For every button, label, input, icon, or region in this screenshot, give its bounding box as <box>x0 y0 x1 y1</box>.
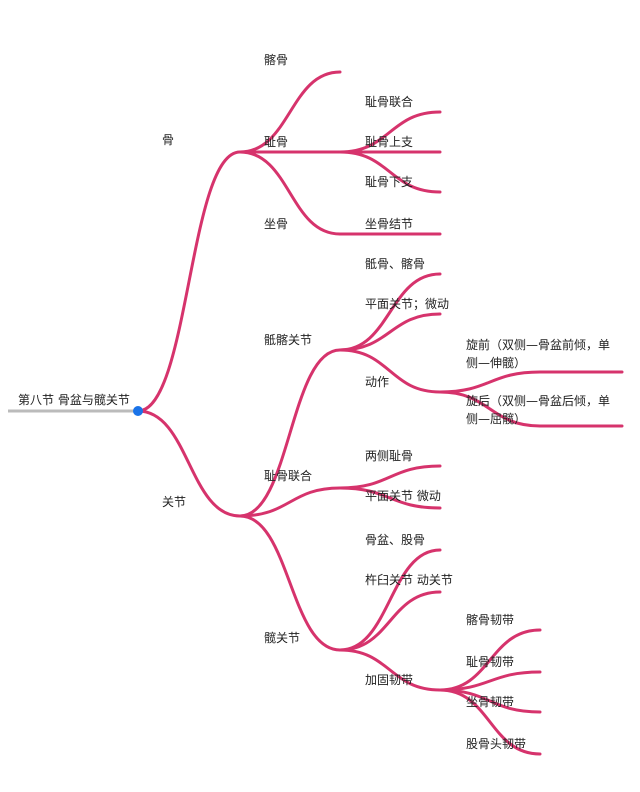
node-hip-joint: 髋关节 <box>264 631 301 645</box>
node-sacroiliac-joint: 骶髂关节 <box>264 333 313 347</box>
joint-link-0 <box>238 348 342 518</box>
hip-link-2 <box>338 648 442 692</box>
node-ischial-tuberosity: 坐骨结节 <box>365 217 414 231</box>
node-ilium: 髂骨 <box>264 53 289 67</box>
node-ball-socket-joint: 杵臼关节 动关节 <box>365 573 453 587</box>
node-pubofemoral-ligament: 耻骨韧带 <box>466 655 515 669</box>
node-counternutation: 旋后（双侧—骨盆后倾，单侧—屈髋） <box>466 394 611 426</box>
connector-lines <box>136 70 624 756</box>
root-title: 第八节 骨盆与髋关节 <box>18 393 130 407</box>
node-nutation: 旋前（双侧—骨盆前倾，单侧—伸髋） <box>466 338 611 370</box>
node-ligament-of-head-of-femur: 股骨头韧带 <box>466 737 527 751</box>
hip-link-0 <box>338 548 442 652</box>
sacroiliac-link-1 <box>338 312 442 352</box>
pubis-link-0 <box>338 110 442 154</box>
node-pubis: 耻骨 <box>264 135 289 149</box>
root-dot[interactable] <box>133 406 143 416</box>
joint-link-1 <box>238 486 342 518</box>
node-pubic-symphysis-joint: 耻骨联合 <box>264 469 313 483</box>
hip-link-1 <box>338 590 442 652</box>
node-reinforcing-ligaments: 加固韧带 <box>365 673 414 687</box>
root-link-0 <box>136 150 242 413</box>
ligaments-link-0 <box>438 628 542 692</box>
node-plane-joint-slight: 平面关节；微动 <box>365 297 450 311</box>
node-bone: 骨 <box>162 133 175 147</box>
node-superior-pubic-ramus: 耻骨上支 <box>365 135 414 149</box>
node-ischiofemoral-ligament: 坐骨韧带 <box>466 695 515 709</box>
node-inferior-pubic-ramus: 耻骨下支 <box>365 175 414 189</box>
ligaments-link-3 <box>438 688 542 756</box>
symphysis-link-0 <box>338 464 442 490</box>
node-pubic-symphysis: 耻骨联合 <box>365 95 414 109</box>
node-sacrum-ilium: 骶骨、髂骨 <box>365 257 426 271</box>
movement-link-0 <box>438 370 624 394</box>
movement-link-1 <box>438 390 624 428</box>
pubis-link-2 <box>338 150 442 194</box>
bone-link-0 <box>238 70 342 154</box>
node-pelvis-femur: 骨盆、股骨 <box>365 533 426 547</box>
bone-link-2 <box>238 150 342 236</box>
node-iliofemoral-ligament: 髂骨韧带 <box>466 613 515 627</box>
node-joint: 关节 <box>162 495 187 509</box>
root-link-1 <box>136 409 242 518</box>
node-movement: 动作 <box>365 375 390 389</box>
symphysis-link-1 <box>338 486 442 510</box>
sacroiliac-link-2 <box>338 348 442 394</box>
sacroiliac-link-0 <box>338 272 442 352</box>
node-both-pubes: 两侧耻骨 <box>365 449 414 463</box>
node-plane-joint-micro: 平面关节 微动 <box>365 489 441 503</box>
joint-link-2 <box>238 514 342 652</box>
node-ischium: 坐骨 <box>264 217 289 231</box>
